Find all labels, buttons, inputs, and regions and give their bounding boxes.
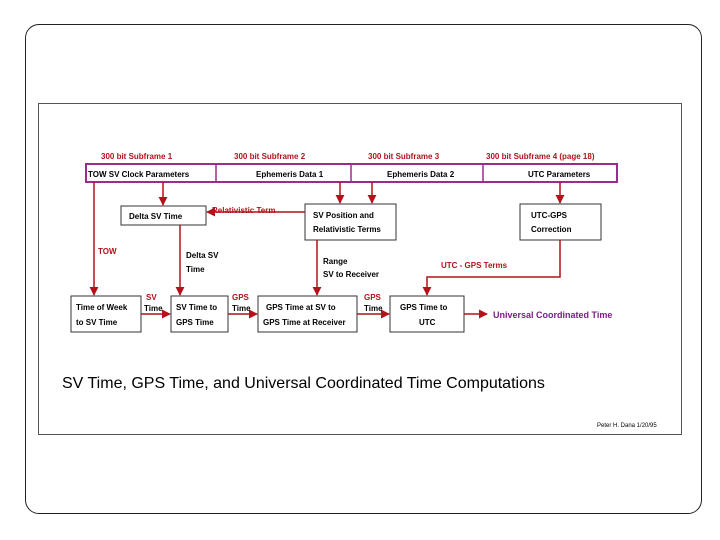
label-sv-line1: SV bbox=[146, 293, 157, 302]
box-delta-sv-time bbox=[120, 205, 207, 226]
box-sv-position-line2: Relativistic Terms bbox=[313, 225, 381, 234]
bar-cell-ephemeris-2: Ephemeris Data 2 bbox=[387, 170, 455, 179]
subframe-3-label: 300 bit Subframe 3 bbox=[368, 152, 440, 161]
box-sv-position bbox=[304, 203, 397, 241]
box-gps-at-sv-line2: GPS Time at Receiver bbox=[263, 318, 346, 327]
subframe-4-label: 300 bit Subframe 4 (page 18) bbox=[486, 152, 595, 161]
box-utc-gps-line1: UTC-GPS bbox=[531, 211, 568, 220]
slide-frame bbox=[25, 24, 702, 514]
output-universal-coordinated-time: Universal Coordinated Time bbox=[493, 310, 612, 320]
box-time-of-week-line1: Time of Week bbox=[76, 303, 128, 312]
label-utc-gps-terms: UTC - GPS Terms bbox=[441, 261, 508, 270]
box-utc-gps-correction bbox=[519, 203, 602, 241]
subframe-1-label: 300 bit Subframe 1 bbox=[101, 152, 173, 161]
label-range-line2: SV to Receiver bbox=[323, 270, 379, 279]
label-gps-a-line1: GPS bbox=[232, 293, 250, 302]
label-relativistic-term: Relativistic Term bbox=[212, 206, 275, 215]
bar-cell-ephemeris-1: Ephemeris Data 1 bbox=[256, 170, 324, 179]
box-sv-position-line1: SV Position and bbox=[313, 211, 374, 220]
box-time-of-week-line2: to SV Time bbox=[76, 318, 118, 327]
box-gps-at-sv bbox=[257, 295, 358, 333]
credit-text: Peter H. Dana 1/20/95 bbox=[597, 423, 657, 429]
label-delta-sv-line2: Time bbox=[186, 265, 205, 274]
box-utc-gps-line2: Correction bbox=[531, 225, 572, 234]
label-gps-b-line2: Time bbox=[364, 304, 383, 313]
box-sv-to-gps-line1: SV Time to bbox=[176, 303, 217, 312]
bar-cell-utc-parameters: UTC Parameters bbox=[528, 170, 591, 179]
subframe-2-label: 300 bit Subframe 2 bbox=[234, 152, 306, 161]
label-range-line1: Range bbox=[323, 257, 348, 266]
label-tow: TOW bbox=[98, 247, 117, 256]
box-sv-to-gps bbox=[170, 295, 229, 333]
box-gps-to-utc bbox=[389, 295, 465, 333]
box-gps-to-utc-line1: GPS Time to bbox=[400, 303, 448, 312]
bar-cell-tow-clock: TOW SV Clock Parameters bbox=[88, 170, 190, 179]
label-delta-sv-line1: Delta SV bbox=[186, 251, 219, 260]
box-gps-to-utc-line2: UTC bbox=[419, 318, 436, 327]
box-sv-to-gps-line2: GPS Time bbox=[176, 318, 214, 327]
label-sv-line2: Time bbox=[144, 304, 163, 313]
box-delta-sv-time-label: Delta SV Time bbox=[129, 212, 183, 221]
label-gps-b-line1: GPS bbox=[364, 293, 382, 302]
label-gps-a-line2: Time bbox=[232, 304, 251, 313]
box-gps-at-sv-line1: GPS Time at SV to bbox=[266, 303, 336, 312]
diagram-figure bbox=[38, 103, 682, 435]
diagram-title: SV Time, GPS Time, and Universal Coordin… bbox=[62, 375, 545, 392]
arrow-utc-gps-terms bbox=[422, 240, 561, 296]
